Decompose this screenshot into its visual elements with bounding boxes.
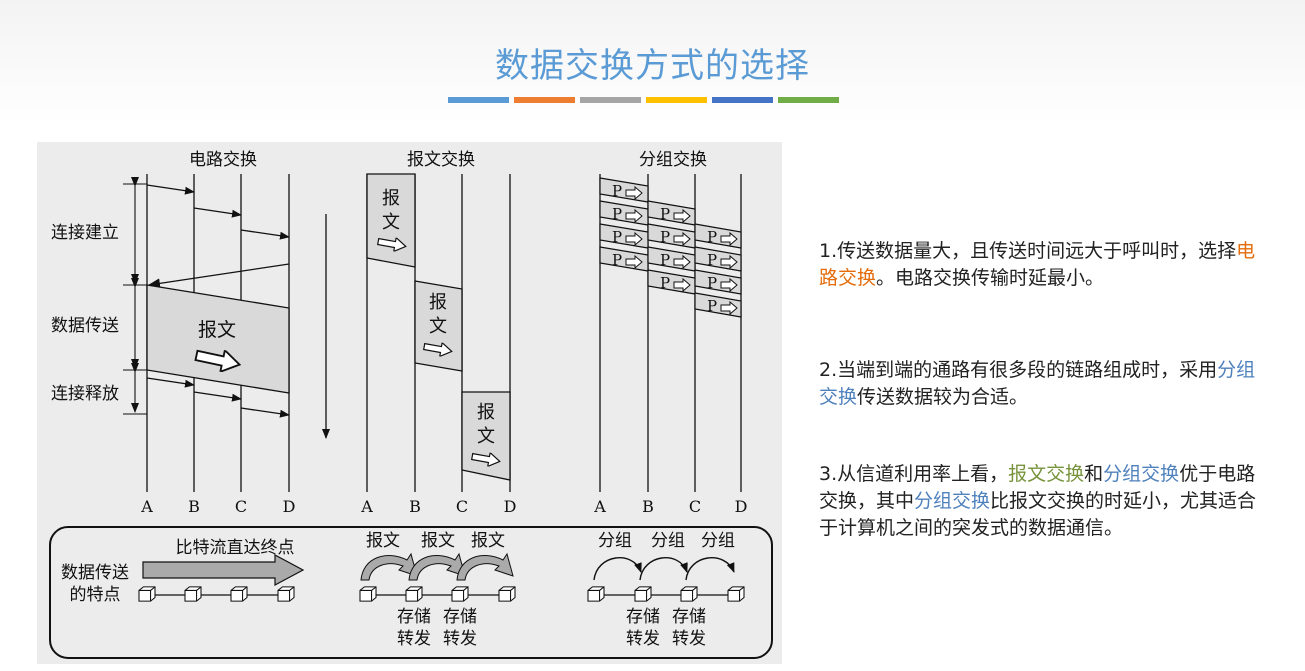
phase-transfer-label: 数据传送 [51, 316, 119, 336]
message-switching-panel: 报 文 报 文 报 文 A B C D [360, 173, 517, 516]
packet-cell [647, 200, 696, 226]
phase-setup-label: 连接建立 [51, 223, 119, 243]
packet-cell-label: P [612, 182, 622, 200]
message-switching-label: 报文交换 [407, 150, 475, 170]
legend-msg-store-1: 存储 [397, 607, 431, 627]
note-1-highlight: 电路交换 [819, 240, 1256, 289]
legend-msg-forward-2: 转发 [443, 629, 477, 649]
note-1: 1.传送数据量大，且传送时间远大于呼叫时，选择电路交换。电路交换传输时延最小。 [819, 240, 1256, 289]
msg2-char1: 报 [429, 292, 447, 313]
packet-cell-label: P [612, 251, 622, 269]
legend-message-2: 报文 [421, 531, 455, 551]
legend-pkt-forward-1: 转发 [626, 629, 660, 649]
packet-arrow-icon [673, 277, 691, 293]
note-3-highlight-packet-2: 分组交换 [914, 490, 991, 512]
packet-node-c: C [689, 497, 701, 516]
circuit-node-c: C [235, 497, 247, 516]
accent-bar [514, 97, 575, 103]
packet-arrow-icon [673, 231, 691, 247]
bitstream-arrow-icon [142, 553, 305, 587]
legend-message-3: 报文 [471, 531, 505, 551]
note-2-highlight: 分组交换 [819, 359, 1256, 408]
legend-msg-store-2: 存储 [443, 607, 477, 627]
legend-msg-forward-1: 转发 [397, 629, 431, 649]
packet-cell [599, 246, 649, 272]
packet-arrow-icon [673, 208, 691, 224]
legend-packet-1: 分组 [598, 531, 632, 551]
packet-arrow-icon [673, 254, 691, 270]
packet-cell-label: P [660, 274, 670, 292]
packet-cell-label: P [707, 274, 717, 292]
legend-feature-line1: 数据传送 [61, 563, 129, 583]
packet-cell-label: P [612, 205, 622, 223]
packet-cell-label: P [660, 228, 670, 246]
note-3-highlight-message: 报文交换 [1008, 463, 1085, 485]
packet-cell-label: P [660, 205, 670, 223]
header-band [0, 0, 1305, 125]
legend-packet-2: 分组 [651, 531, 685, 551]
circuit-node-d: D [283, 497, 296, 516]
packet-cell-label: P [707, 297, 717, 315]
msg3-char2: 文 [477, 426, 495, 447]
legend-circuit-feature: 比特流直达终点 [176, 538, 295, 558]
msg2-char2: 文 [429, 316, 447, 337]
packet-cell-label: P [707, 251, 717, 269]
transfer-features-legend: 数据传送 的特点 比特流直达终点 报文 报文 报文 存储 转发 存储 转发 分组… [49, 526, 773, 659]
accent-bar [712, 97, 773, 103]
packet-arrow-icon [625, 208, 643, 224]
legend-pkt-store-1: 存储 [626, 607, 660, 627]
accent-bar [646, 97, 707, 103]
packet-node-b: B [642, 497, 654, 516]
packet-node-a: A [593, 497, 606, 516]
legend-feature-line2: 的特点 [70, 585, 121, 605]
note-2: 2.当端到端的通路有很多段的链路组成时，采用分组交换传送数据较为合适。 [819, 359, 1256, 408]
circuit-switching-label: 电路交换 [189, 150, 257, 170]
packet-arrow-icon [625, 185, 643, 201]
packet-arrow-icon [625, 231, 643, 247]
circuit-node-b: B [188, 497, 200, 516]
packet-cell [599, 177, 649, 203]
message-node-c: C [456, 497, 468, 516]
legend-pkt-forward-2: 转发 [672, 629, 706, 649]
packet-cell [599, 200, 649, 226]
packet-cell [647, 246, 696, 272]
msg1-char1: 报 [382, 188, 400, 209]
packet-cell-label: P [612, 228, 622, 246]
packet-arrow-icon [720, 300, 738, 316]
phase-release-label: 连接释放 [51, 384, 119, 404]
circuit-node-a: A [140, 497, 153, 516]
note-3: 3.从信道利用率上看，报文交换和分组交换优于电路交换，其中分组交换比报文交换的时… [819, 463, 1257, 539]
packet-node-d: D [735, 497, 748, 516]
circuit-message-label: 报文 [198, 319, 236, 341]
packet-arrow-icon [720, 231, 738, 247]
packet-arrow-icon [720, 277, 738, 293]
packet-arrow-icon [720, 254, 738, 270]
switching-diagram-svg: 电路交换 报文交换 分组交换 连接建立 数据传送 连接释放 报文 A B [49, 150, 773, 659]
accent-bar [580, 97, 641, 103]
accent-bar [778, 97, 839, 103]
msg1-char2: 文 [382, 212, 400, 233]
page-title: 数据交换方式的选择 [495, 46, 810, 86]
message-node-a: A [360, 497, 373, 516]
packet-cell [647, 269, 696, 295]
packet-cell-label: P [660, 251, 670, 269]
packet-arrow-icon [625, 254, 643, 270]
packet-cell-label: P [707, 228, 717, 246]
switching-diagram: 电路交换 报文交换 分组交换 连接建立 数据传送 连接释放 报文 A B [37, 142, 782, 664]
accent-bar [448, 97, 509, 103]
note-3-highlight-packet: 分组交换 [1103, 463, 1180, 485]
msg3-char1: 报 [477, 402, 495, 423]
legend-pkt-store-2: 存储 [672, 607, 706, 627]
legend-packet-3: 分组 [701, 531, 735, 551]
packet-cell [599, 223, 649, 249]
message-node-b: B [409, 497, 421, 516]
packet-cell [647, 223, 696, 249]
message-node-d: D [504, 497, 517, 516]
packet-switching-label: 分组交换 [639, 150, 707, 170]
circuit-switching-panel: 连接建立 数据传送 连接释放 报文 A B C D [51, 174, 295, 516]
legend-message-1: 报文 [366, 531, 400, 551]
